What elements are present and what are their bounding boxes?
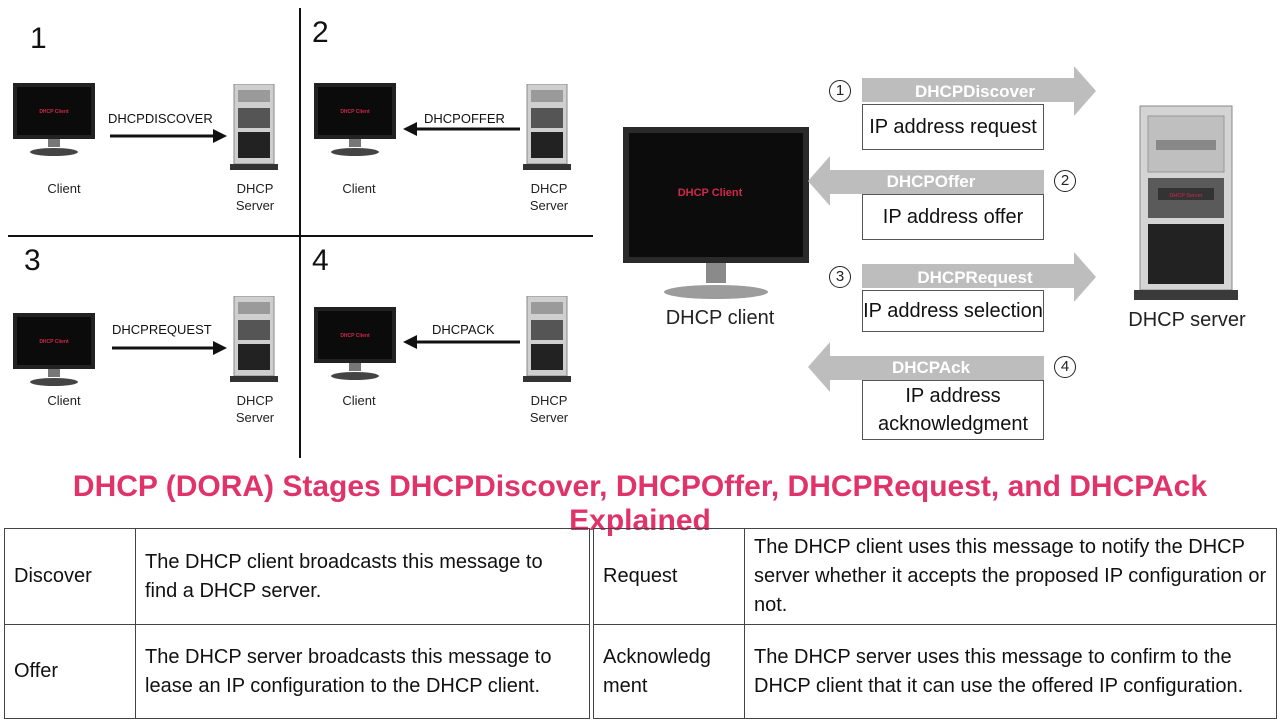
dora-table-right: Request The DHCP client uses this messag… [593,528,1277,719]
step-description-line-1: IP address [905,385,1001,407]
client-label: Client [342,393,376,408]
step-number: 3 [829,266,851,288]
server-label-line-1: DHCP [530,181,568,196]
server-label-line-2: Server [529,198,569,213]
dora-table-left: Discover The DHCP client broadcasts this… [4,528,590,719]
quadrant-number: 3 [24,244,41,277]
arrow-left-icon [808,156,1044,206]
screen-text: DHCP Client [340,333,370,339]
client-monitor-icon: DHCP Client [314,307,396,380]
dhcp-client-label: DHCP client [665,307,775,329]
step-number: 1 [829,80,851,102]
arrow-left-icon [403,122,520,136]
arrow-left-icon [403,335,520,349]
server-label-line-1: DHCP [236,181,274,196]
table-term-line-1: Acknowledg [603,645,711,668]
dhcp-server-tower-icon: DHCP Server [1134,105,1238,300]
server-label: DHCP Server [220,180,290,214]
step-description: IP address offer [862,194,1044,240]
step-description: IP address acknowledgment [862,380,1044,440]
step-description-line-1: IP address selection [863,300,1043,322]
quadrant-number: 4 [312,244,329,277]
quadrant-number: 1 [30,22,47,55]
screen-text: DHCP Client [678,187,743,199]
table-desc: The DHCP client broadcasts this message … [135,528,590,625]
arrow-right-icon [110,129,227,143]
screen-text: DHCP Client [39,109,69,115]
grid-vertical-divider [299,8,301,458]
server-label-line-2: Server [529,410,569,425]
arrow-right-icon [862,252,1096,302]
message-label: DHCPOFFER [424,111,505,126]
server-label-line-2: Server [235,410,275,425]
client-label: Client [47,181,81,196]
step-description-line-2: acknowledgment [877,413,1029,435]
table-desc: The DHCP client uses this message to not… [744,528,1277,625]
table-row: Request The DHCP client uses this messag… [593,528,1277,625]
message-label: DHCPDISCOVER [108,111,213,126]
server-panel-text: DHCP Server [1169,193,1202,199]
table-term: Offer [4,624,136,719]
server-tower-icon [523,84,571,170]
screen-text: DHCP Client [340,109,370,115]
server-label-line-1: DHCP [530,393,568,408]
arrow-label: DHCPRequest [917,268,1033,287]
server-label: DHCP Server [514,180,584,214]
client-monitor-icon: DHCP Client [314,83,396,156]
client-label: Client [342,181,376,196]
server-tower-icon [523,296,571,382]
client-label: Client [47,393,81,408]
table-desc: The DHCP server broadcasts this message … [135,624,590,719]
dhcp-client-monitor-icon: DHCP Client [623,127,809,299]
screen-text: DHCP Client [39,339,69,345]
server-label: DHCP Server [220,392,290,426]
server-label-line-1: DHCP [236,393,274,408]
quadrant-number: 2 [312,16,329,49]
table-row: Discover The DHCP client broadcasts this… [4,528,590,625]
table-desc: The DHCP server uses this message to con… [744,624,1277,719]
table-row: Acknowledg ment The DHCP server uses thi… [593,624,1277,719]
client-monitor-icon: DHCP Client [13,83,95,156]
server-label-line-2: Server [235,198,275,213]
arrow-label: DHCPAck [891,358,971,377]
arrow-left-icon [808,342,1044,392]
step-description-line-1: IP address request [869,116,1037,138]
message-label: DHCPACK [432,322,495,337]
arrow-right-icon [862,66,1096,116]
dhcp-server-label: DHCP server [1128,309,1246,331]
step-description-line-1: IP address offer [882,206,1024,228]
server-tower-icon [230,296,278,382]
grid-horizontal-divider [8,235,593,237]
table-row: Offer The DHCP server broadcasts this me… [4,624,590,719]
step-number: 4 [1054,356,1076,378]
arrow-right-icon [112,341,227,355]
server-tower-icon [230,84,278,170]
client-monitor-icon: DHCP Client [13,313,95,386]
step-description: IP address request [862,104,1044,150]
step-description: IP address selection [862,290,1044,332]
step-number: 2 [1054,170,1076,192]
table-term: Acknowledg ment [593,624,745,719]
table-term: Request [593,528,745,625]
arrow-label: DHCPDiscover [915,82,1035,101]
message-label: DHCPREQUEST [112,322,212,337]
arrow-label: DHCPOffer [886,172,976,191]
server-label: DHCP Server [514,392,584,426]
table-term: Discover [4,528,136,625]
table-term-line-2: ment [603,674,648,697]
